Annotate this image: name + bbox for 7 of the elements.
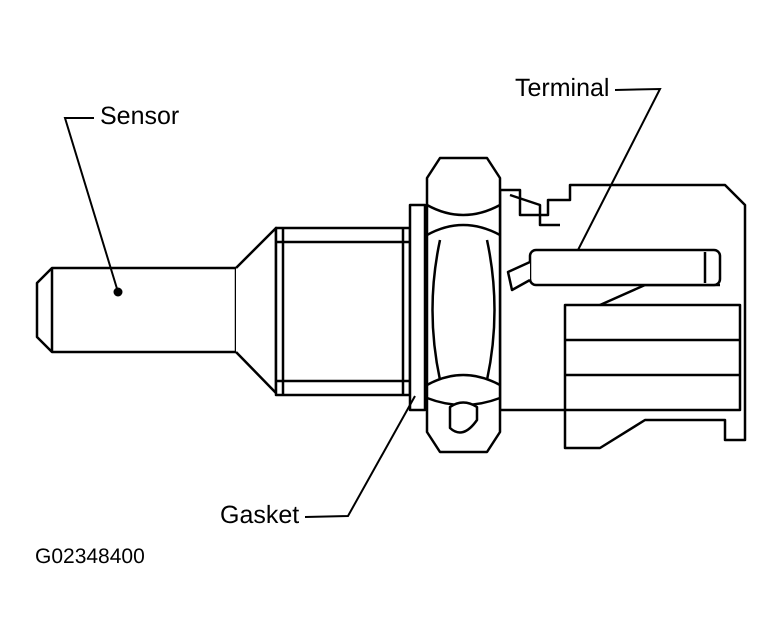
leader-line xyxy=(304,396,416,518)
part-label: Terminal xyxy=(515,76,610,101)
part-label: Gasket xyxy=(220,503,300,528)
part-label: Sensor xyxy=(100,104,180,129)
leader-line xyxy=(64,117,122,296)
figure-code: G02348400 xyxy=(35,546,145,567)
leader-line xyxy=(577,88,662,250)
